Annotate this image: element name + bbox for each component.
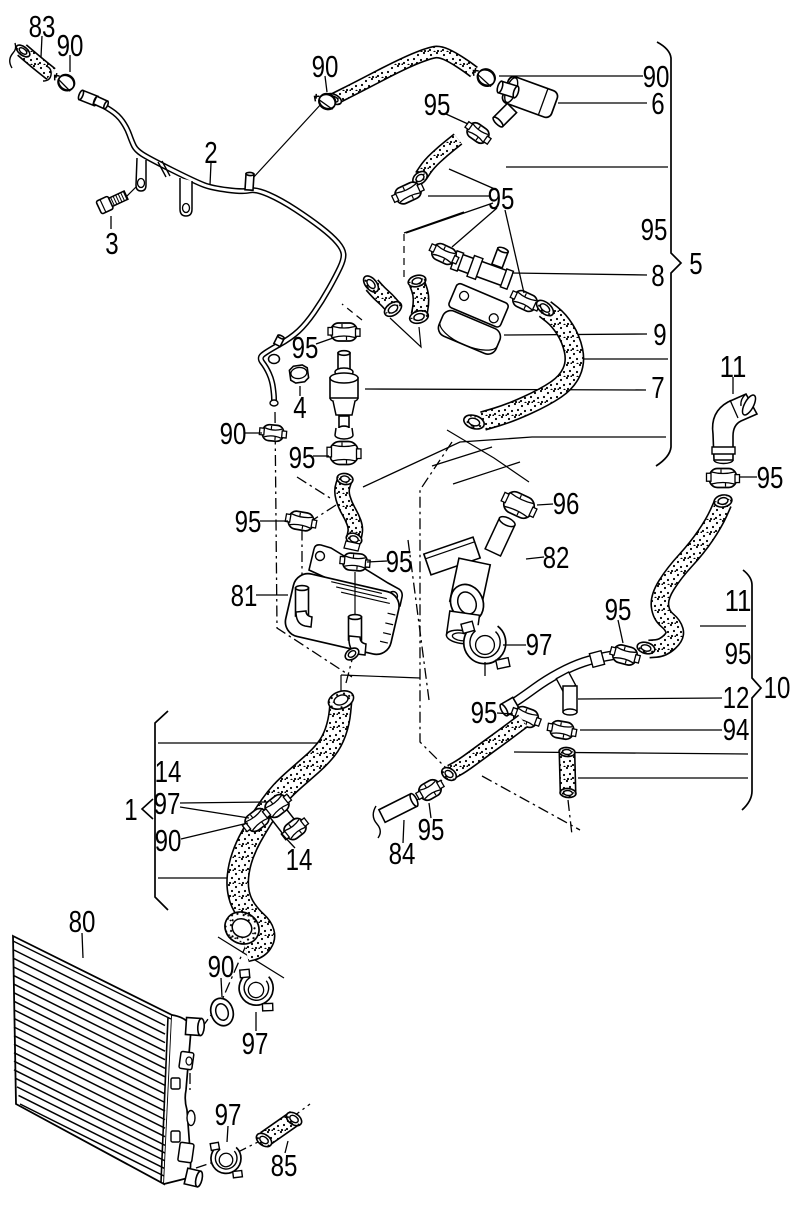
svg-text:95: 95 (424, 87, 451, 122)
svg-text:82: 82 (543, 540, 570, 575)
svg-text:2: 2 (204, 135, 217, 170)
svg-text:90: 90 (57, 28, 84, 63)
svg-text:95: 95 (292, 330, 319, 365)
svg-text:95: 95 (418, 812, 445, 847)
svg-text:96: 96 (553, 486, 580, 521)
svg-text:6: 6 (651, 86, 664, 121)
svg-text:11: 11 (720, 349, 747, 384)
svg-text:14: 14 (286, 842, 313, 877)
svg-text:84: 84 (389, 836, 416, 871)
svg-text:11: 11 (725, 583, 752, 618)
svg-text:5: 5 (689, 246, 702, 281)
svg-text:90: 90 (155, 823, 182, 858)
svg-text:9: 9 (653, 317, 666, 352)
svg-text:7: 7 (651, 370, 664, 405)
svg-text:3: 3 (105, 226, 118, 261)
svg-text:97: 97 (526, 627, 553, 662)
svg-text:97: 97 (154, 786, 181, 821)
svg-text:95: 95 (235, 504, 262, 539)
svg-text:95: 95 (757, 460, 784, 495)
svg-text:90: 90 (208, 949, 235, 984)
svg-text:81: 81 (231, 578, 258, 613)
svg-text:10: 10 (764, 670, 791, 705)
svg-text:95: 95 (488, 181, 515, 216)
svg-text:14: 14 (155, 754, 182, 789)
svg-text:95: 95 (605, 592, 632, 627)
svg-text:95: 95 (725, 636, 752, 671)
svg-text:90: 90 (220, 416, 247, 451)
svg-text:95: 95 (641, 212, 668, 247)
svg-text:8: 8 (651, 258, 664, 293)
svg-text:94: 94 (723, 712, 750, 747)
svg-text:95: 95 (386, 544, 413, 579)
svg-text:90: 90 (312, 49, 339, 84)
svg-text:80: 80 (69, 904, 96, 939)
svg-text:1: 1 (124, 792, 137, 827)
svg-text:95: 95 (289, 440, 316, 475)
svg-text:4: 4 (293, 390, 306, 425)
svg-text:83: 83 (29, 9, 56, 44)
svg-text:95: 95 (471, 695, 498, 730)
svg-text:97: 97 (242, 1026, 269, 1061)
svg-text:85: 85 (271, 1148, 298, 1183)
svg-text:12: 12 (723, 680, 750, 715)
svg-text:97: 97 (215, 1097, 242, 1132)
